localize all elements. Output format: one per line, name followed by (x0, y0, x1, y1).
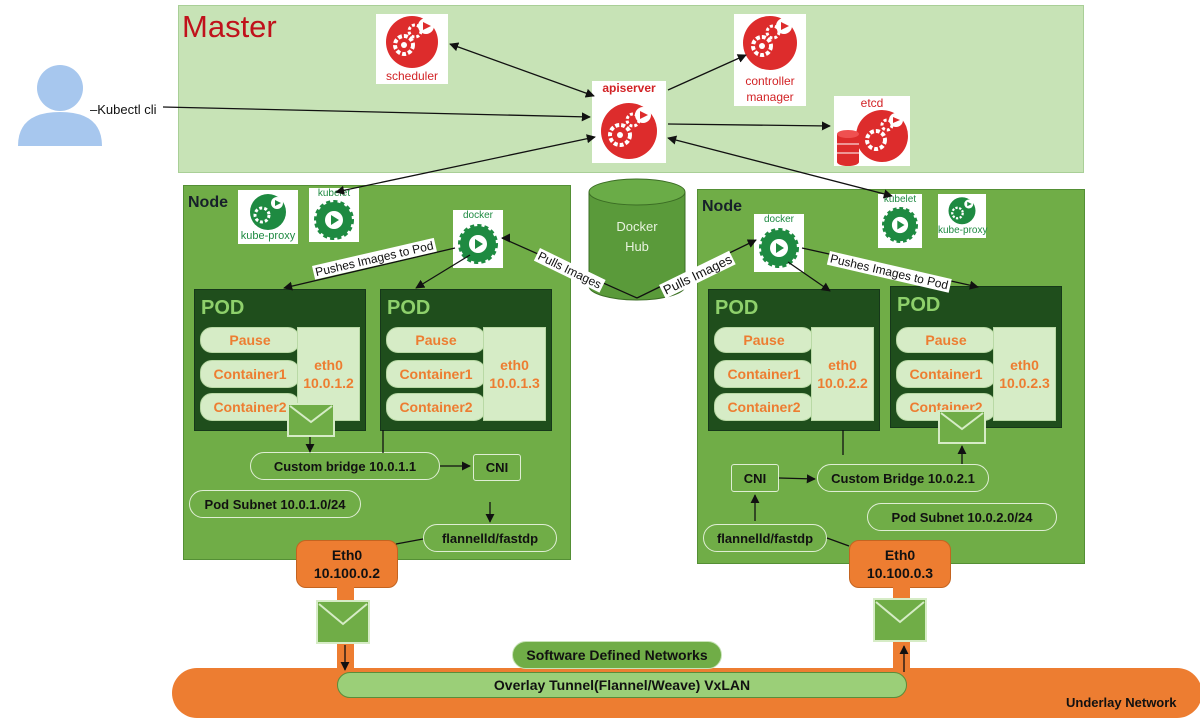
pause-container: Pause (714, 327, 814, 353)
eth0-name: Eth0 (331, 547, 363, 563)
node-right-kube-proxy-label: kube-proxy (938, 225, 988, 236)
user-icon (18, 65, 102, 146)
eth-ip: 10.0.2.3 (999, 375, 1050, 391)
node-left-eth0: Eth0 10.100.0.2 (296, 540, 398, 588)
envelope-icon (938, 410, 986, 444)
docker-hub-line2: Hub (625, 239, 649, 254)
pod-eth0: eth0 10.0.2.3 (993, 327, 1056, 421)
underlay-network-label: Underlay Network (1066, 695, 1177, 710)
apiserver-component: apiserver (592, 81, 666, 163)
docker-hub-line1: Docker (616, 219, 658, 234)
envelope-icon (287, 403, 335, 437)
etcd-label: etcd (860, 96, 884, 110)
docker-hub-database-icon (588, 178, 686, 301)
node-right-bridge: Custom Bridge 10.0.2.1 (817, 464, 989, 492)
pause-container: Pause (200, 327, 300, 353)
eth-ip: 10.0.2.2 (817, 375, 868, 391)
apiserver-label: apiserver (602, 81, 656, 95)
node-right-title: Node (702, 198, 742, 215)
pod-title: POD (715, 297, 759, 319)
node-left-title: Node (188, 194, 228, 211)
master-title: Master (182, 9, 277, 44)
node-left-kube-proxy-label: kube-proxy (240, 230, 296, 242)
kubectl-label: –Kubectl cli (90, 102, 157, 117)
kube-proxy-gear-icon (250, 194, 286, 230)
node-left-docker-label: docker (462, 210, 493, 221)
node-right-kubelet: kubelet (878, 194, 922, 248)
pod-eth0: eth0 10.0.2.2 (811, 327, 874, 421)
eth-ip: 10.0.1.2 (303, 375, 354, 391)
eth0-name: Eth0 (884, 547, 916, 563)
node-right-docker: docker (754, 214, 804, 272)
node-left-pod-subnet: Pod Subnet 10.0.1.0/24 (189, 490, 361, 518)
pod-right-2: POD Pause Container1 Container2 eth0 10.… (890, 286, 1062, 428)
pod-right-1: POD Pause Container1 Container2 eth0 10.… (708, 289, 880, 431)
docker-gear-icon (458, 224, 498, 264)
controller-label-line2: manager (746, 90, 794, 104)
node-left-kube-proxy: kube-proxy (238, 190, 298, 244)
pod-title: POD (897, 294, 941, 316)
eth-ip: 10.0.1.3 (489, 375, 540, 391)
node-right-docker-label: docker (763, 214, 794, 225)
node-right-kubelet-label: kubelet (883, 194, 917, 205)
node-right-cni: CNI (731, 464, 779, 492)
pod-eth0: eth0 10.0.1.3 (483, 327, 546, 421)
envelope-icon (873, 598, 927, 642)
node-left-kubelet: kubelet (309, 188, 359, 242)
pause-container: Pause (386, 327, 486, 353)
eth-name: eth0 (314, 357, 343, 373)
scheduler-component: scheduler (376, 14, 448, 84)
container-1: Container1 (896, 360, 996, 388)
kube-proxy-gear-icon (948, 197, 976, 225)
container-1: Container1 (200, 360, 300, 388)
pod-left-2: POD Pause Container1 Container2 eth0 10.… (380, 289, 552, 431)
controller-gear-icon (743, 16, 797, 70)
kubelet-gear-icon (314, 200, 354, 240)
kubectl-text: Kubectl cli (97, 102, 157, 117)
node-right-kube-proxy: kube-proxy (938, 194, 988, 238)
node-left-bridge: Custom bridge 10.0.1.1 (250, 452, 440, 480)
node-left-kubelet-label: kubelet (317, 188, 351, 199)
kubelet-gear-icon (882, 207, 918, 243)
container-2: Container2 (386, 393, 486, 421)
node-right-eth0: Eth0 10.100.0.3 (849, 540, 951, 588)
overlay-tunnel: Overlay Tunnel(Flannel/Weave) VxLAN (337, 672, 907, 698)
scheduler-gear-icon (386, 16, 438, 68)
controller-manager-component: controller manager (734, 14, 806, 106)
eth0-ip: 10.100.0.3 (866, 565, 934, 581)
docker-gear-icon (759, 228, 799, 268)
eth-name: eth0 (828, 357, 857, 373)
scheduler-label: scheduler (385, 69, 439, 83)
node-left-flannel: flannelld/fastdp (423, 524, 557, 552)
eth-name: eth0 (500, 357, 529, 373)
pod-title: POD (387, 297, 431, 319)
eth0-ip: 10.100.0.2 (313, 565, 381, 581)
container-2: Container2 (200, 393, 300, 421)
sdn-label: Software Defined Networks (512, 641, 722, 669)
pause-container: Pause (896, 327, 996, 353)
eth-name: eth0 (1010, 357, 1039, 373)
node-left-cni: CNI (473, 454, 521, 481)
controller-label-line1: controller (745, 74, 795, 88)
node-right-pod-subnet: Pod Subnet 10.0.2.0/24 (867, 503, 1057, 531)
apiserver-gear-icon (601, 103, 657, 159)
node-right-flannel: flannelld/fastdp (703, 524, 827, 552)
envelope-icon (316, 600, 370, 644)
pod-title: POD (201, 297, 245, 319)
container-1: Container1 (714, 360, 814, 388)
container-2: Container2 (714, 393, 814, 421)
container-1: Container1 (386, 360, 486, 388)
